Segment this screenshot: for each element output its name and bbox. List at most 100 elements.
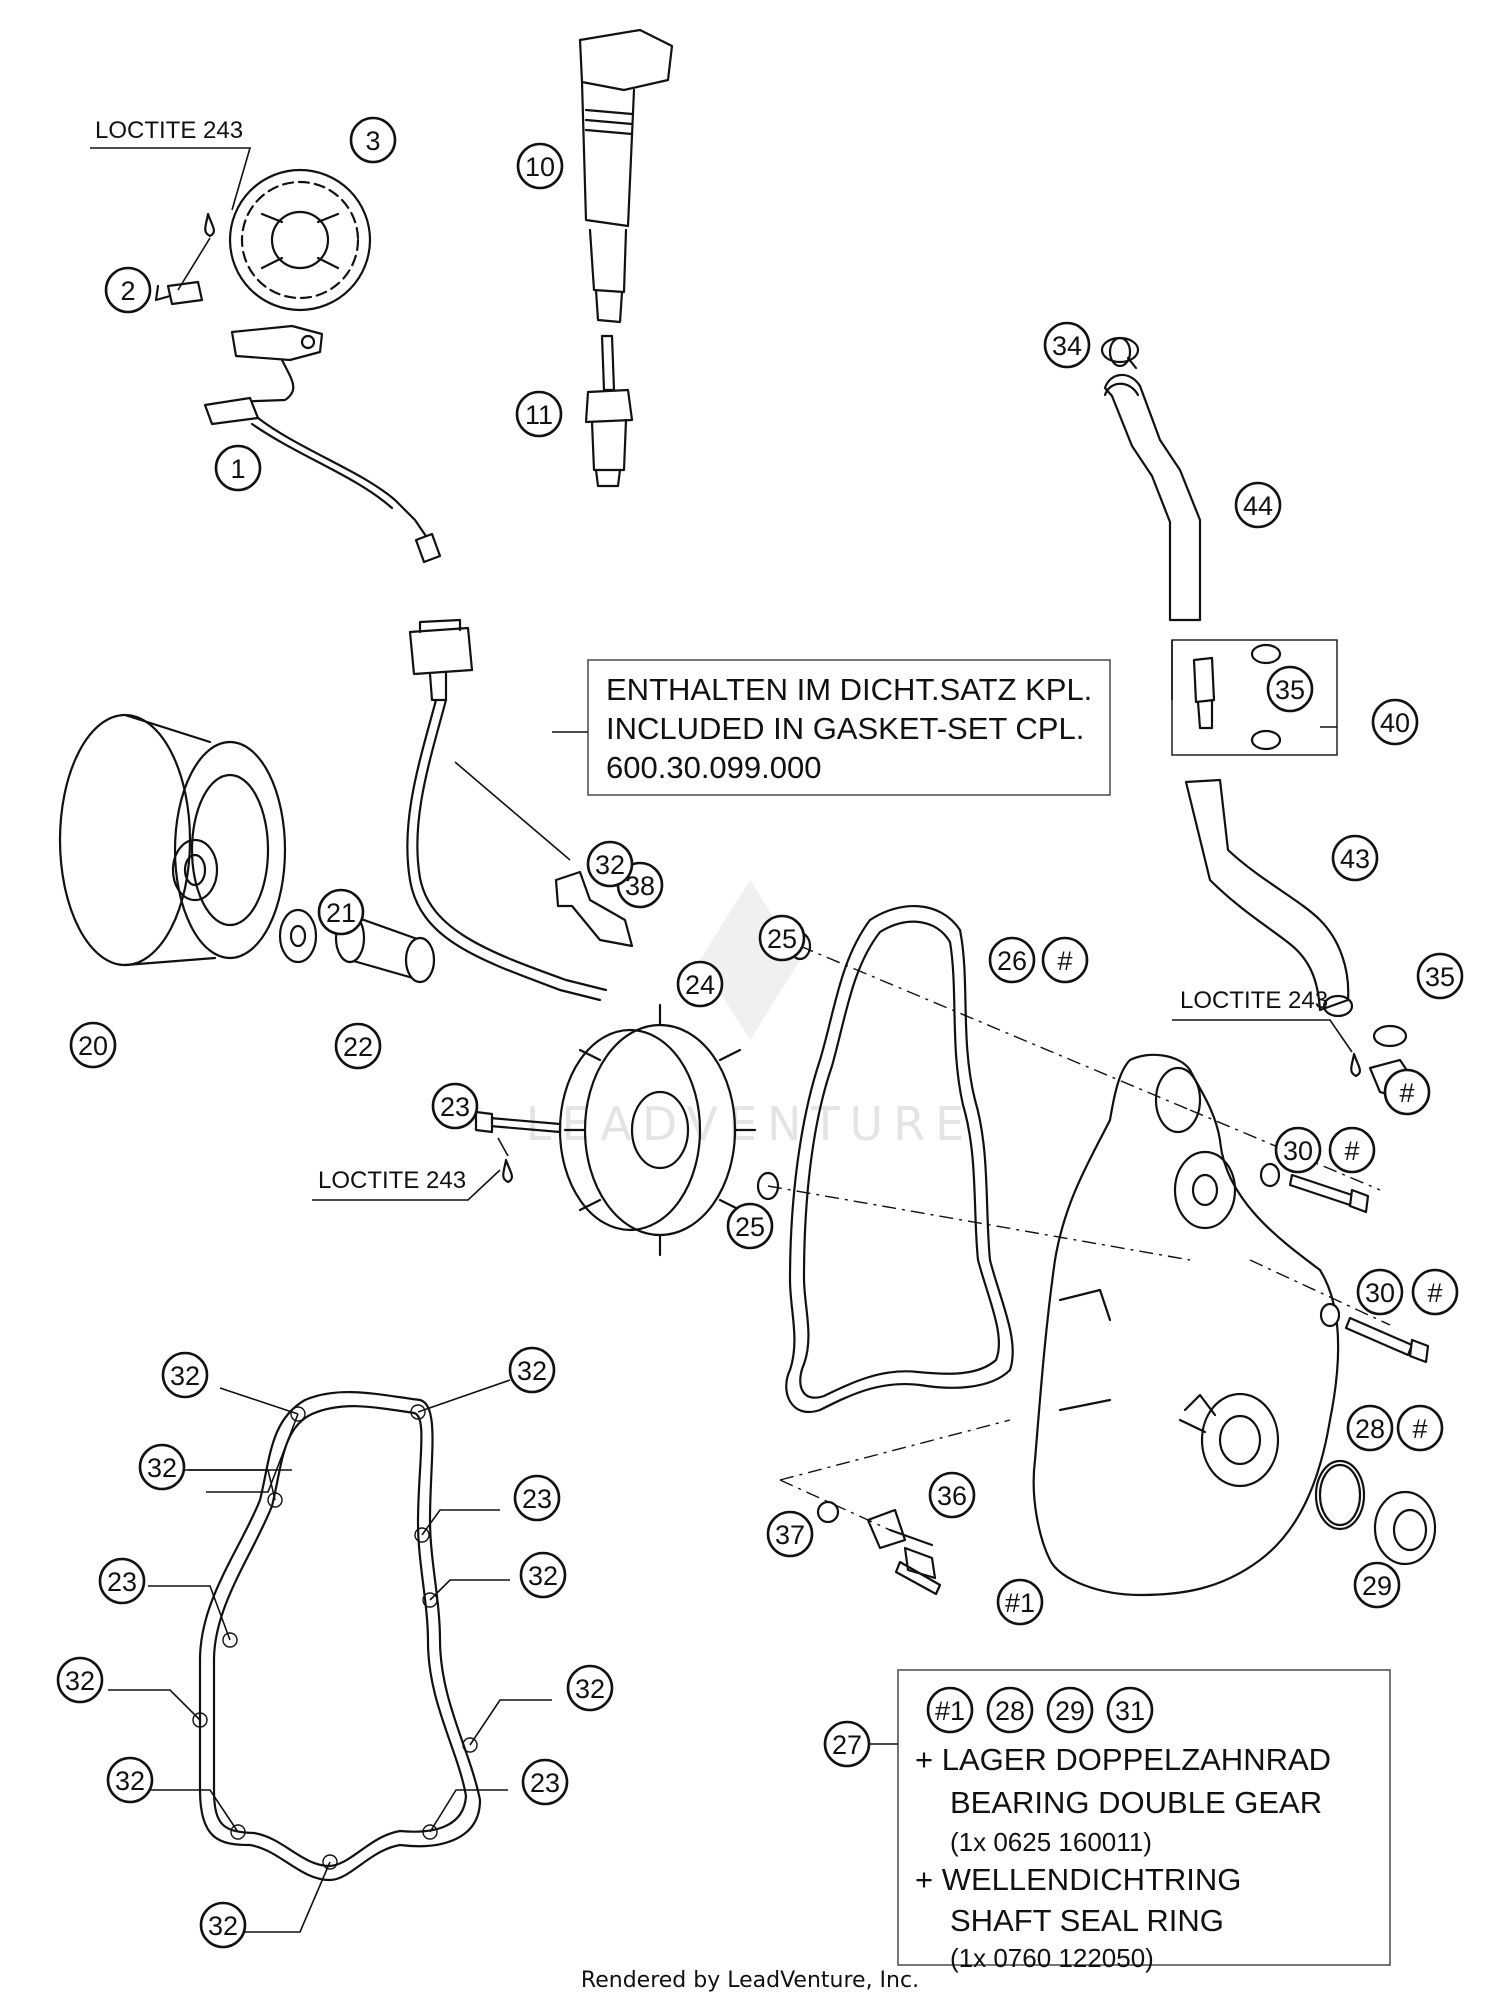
- callout-label: #1: [1005, 1588, 1035, 1618]
- cover-bolts: [1259, 1162, 1430, 1364]
- assembly-lines: [767, 945, 1391, 1531]
- callout-21: 21: [317, 888, 365, 936]
- callout-label: 32: [517, 1356, 547, 1386]
- sprocket-part: [228, 168, 372, 312]
- loctite-note-top: LOCTITE 243: [90, 117, 252, 291]
- callout-43: 43: [1331, 834, 1379, 882]
- hose-clamp-part: [1100, 336, 1140, 370]
- callout-circle: [431, 1082, 479, 1130]
- callout-circle: [98, 1557, 146, 1605]
- callout-g32-8: 32: [199, 1901, 247, 1949]
- callout-37: 37: [766, 1510, 814, 1558]
- callout-circle: [586, 840, 634, 888]
- callout-26: 26: [988, 936, 1036, 984]
- callout-circle: [1043, 321, 1091, 369]
- callout-circle: [823, 1720, 871, 1768]
- callout-circle: [508, 1346, 556, 1394]
- callout-label: 34: [1052, 331, 1082, 361]
- callout-40: 40: [1371, 698, 1419, 746]
- callout-circle: [1346, 1404, 1394, 1452]
- callout-circle: [1106, 1686, 1154, 1734]
- callout-circle: [676, 960, 724, 1008]
- callout-28-hash: #: [1396, 1404, 1444, 1452]
- kit-ref-31: 31: [1106, 1686, 1154, 1734]
- callout-24: 24: [676, 960, 724, 1008]
- large-gasket-part: [192, 1391, 482, 1882]
- gasket-note-line: 600.30.099.000: [606, 750, 822, 785]
- callout-label: 31: [1115, 1696, 1145, 1726]
- callout-circle: [1041, 936, 1089, 984]
- loctite-note-label: LOCTITE 243: [1180, 987, 1328, 1014]
- callout-circle: [996, 1578, 1044, 1626]
- callout-circle: [928, 1471, 976, 1519]
- callout-label: 23: [530, 1768, 560, 1798]
- callout-label: 23: [107, 1567, 137, 1597]
- callout-label: 35: [1275, 675, 1305, 705]
- callout-30a: 30: [1274, 1126, 1322, 1174]
- callout-29: 29: [1353, 1561, 1401, 1609]
- callout-label: 32: [115, 1766, 145, 1796]
- callout-circle: [1234, 481, 1282, 529]
- callout-label: 44: [1243, 491, 1273, 521]
- callout-label: 28: [995, 1696, 1025, 1726]
- callout-g23-2: 32: [56, 1656, 104, 1704]
- loctite-note-stator: LOCTITE 243: [312, 1137, 514, 1201]
- callout-circle: [515, 390, 563, 438]
- breather-box: [1171, 639, 1338, 756]
- callout-circle: [1266, 665, 1314, 713]
- callout-label: 10: [525, 152, 555, 182]
- callout-circle: [1274, 1126, 1322, 1174]
- cover-gasket-part: [785, 904, 1014, 1413]
- callout-31: #: [1383, 1068, 1431, 1116]
- callout-circle: [566, 1664, 614, 1712]
- gasket-note-line: INCLUDED IN GASKET-SET CPL.: [606, 711, 1084, 746]
- kit-note-line: SHAFT SEAL RING: [950, 1903, 1224, 1938]
- loctite-note-label: LOCTITE 243: [318, 1167, 466, 1194]
- kit-ref-29: 29: [1046, 1686, 1094, 1734]
- callout-label: 23: [440, 1092, 470, 1122]
- callout-label: 30: [1365, 1278, 1395, 1308]
- callout-circle: [766, 1510, 814, 1558]
- callout-g23-3: 23: [521, 1758, 569, 1806]
- kit-note-line: + WELLENDICHTRING: [915, 1862, 1241, 1897]
- callout-label: 11: [525, 400, 553, 430]
- callout-label: 22: [343, 1032, 373, 1062]
- callout-11: 11: [515, 390, 563, 438]
- callout-circle: [516, 142, 564, 190]
- callout-circle: [349, 116, 397, 164]
- callout-g32-7: 32: [106, 1756, 154, 1804]
- callout-27: 27: [823, 1720, 871, 1768]
- callout-circle: [726, 1202, 774, 1250]
- callout-1: 1: [214, 444, 262, 492]
- callout-circle: [161, 1351, 209, 1399]
- callout-circle: [1331, 834, 1379, 882]
- callout-28: 28: [1346, 1404, 1394, 1452]
- callout-circle: [138, 1443, 186, 1491]
- o-ring-part: [1314, 1459, 1366, 1531]
- kit-ref-hash1: #1: [926, 1686, 974, 1734]
- flywheel-part: [58, 713, 287, 967]
- callout-circle: [1353, 1561, 1401, 1609]
- callout-circle: [1046, 1686, 1094, 1734]
- stator-cable-part: [406, 618, 608, 1002]
- spark-plug-part: [584, 334, 634, 488]
- callout-30b-hash: #: [1411, 1268, 1459, 1316]
- callout-label: 24: [685, 970, 715, 1000]
- callout-circle: [56, 1656, 104, 1704]
- callout-label: 32: [208, 1911, 238, 1941]
- ignition-cover-part: [1032, 1053, 1340, 1597]
- loctite-note-label: LOCTITE 243: [95, 117, 243, 144]
- callout-label: #: [1399, 1078, 1414, 1108]
- callout-25: 25: [758, 914, 806, 962]
- cable-clamp-part: [816, 1500, 942, 1596]
- kit-note-refs: #1 28 29 31: [926, 1686, 1154, 1734]
- callout-circle: [758, 914, 806, 962]
- callout-circle: [1416, 952, 1464, 1000]
- hose-sleeve-part: [1372, 1024, 1408, 1048]
- callout-label: 43: [1340, 844, 1370, 874]
- callout-22: 22: [334, 1022, 382, 1070]
- callout-circle: [334, 1022, 382, 1070]
- ignition-coil-part: [578, 28, 674, 324]
- watermark-text: LEADVENTURE: [526, 1097, 975, 1151]
- callout-label: 25: [767, 924, 797, 954]
